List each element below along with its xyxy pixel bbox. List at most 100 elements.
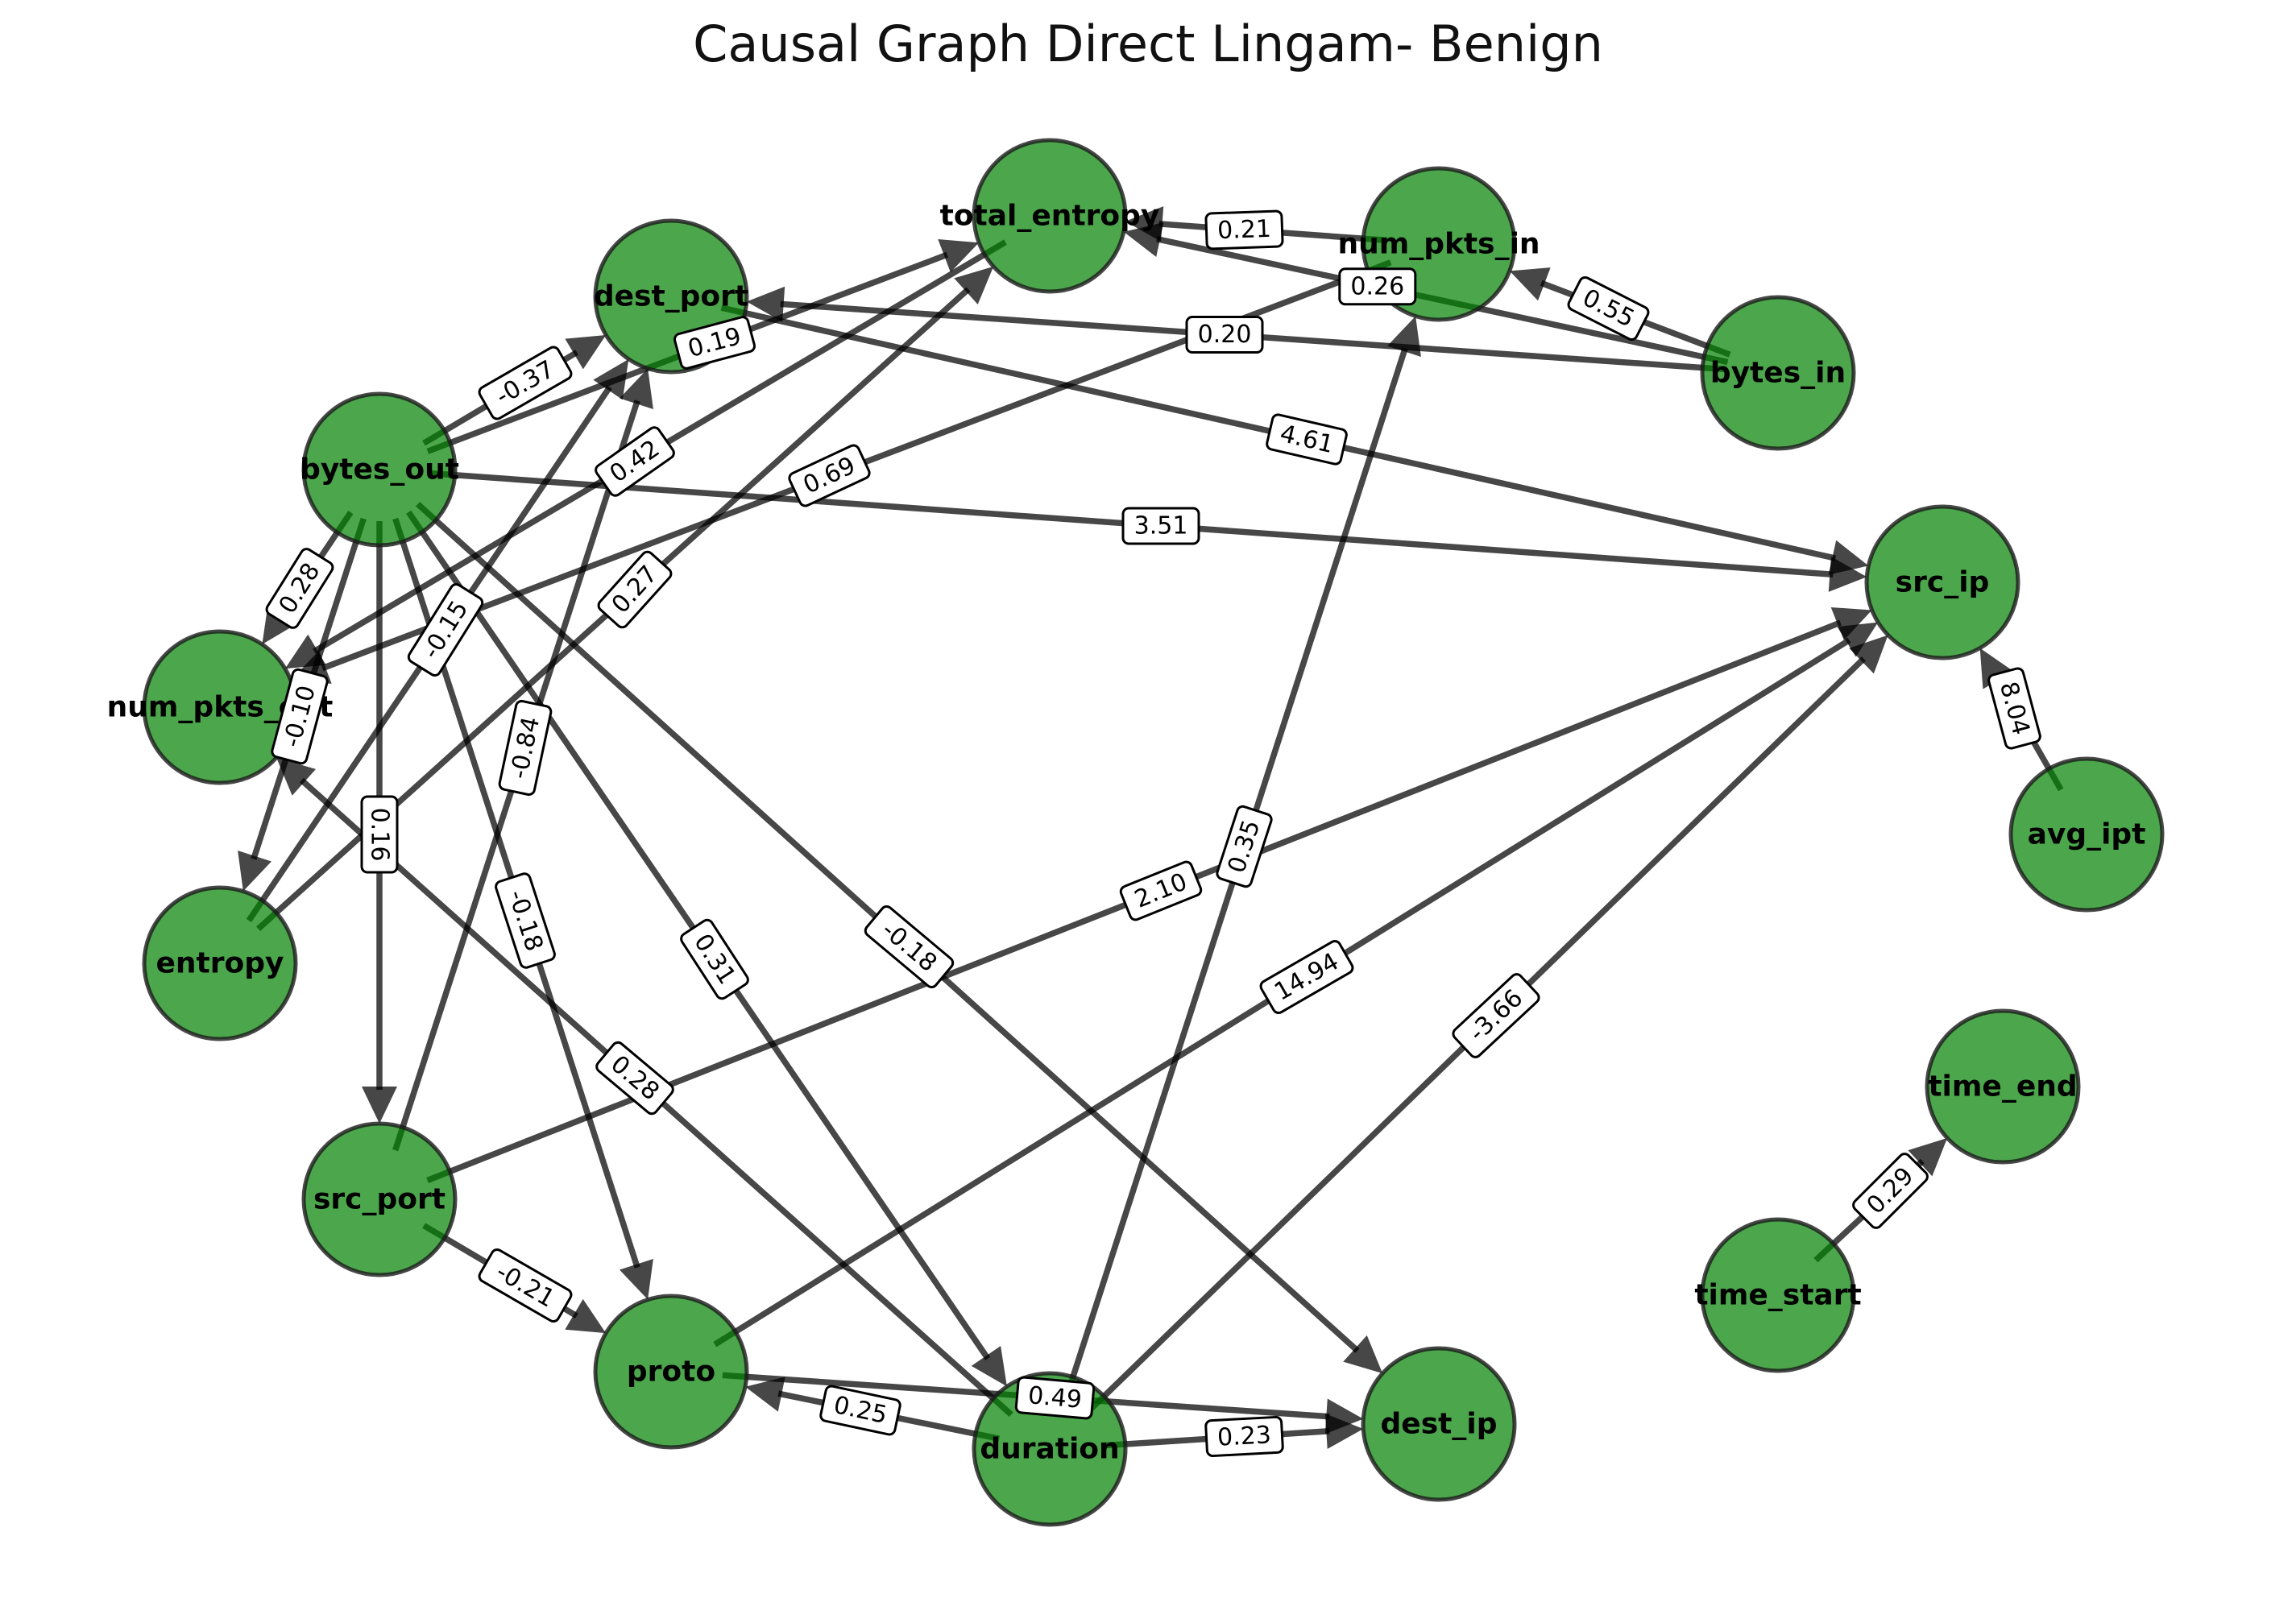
edge-weight-label: 0.31: [680, 918, 749, 1000]
edge-arrowhead: [745, 1377, 785, 1412]
edge-weight-label: 2.10: [1119, 860, 1203, 921]
edge-weight-label: 8.04: [1987, 667, 2041, 750]
node-label: dest_ip: [1381, 1408, 1498, 1441]
edge-weight-label: -0.15: [407, 582, 484, 677]
node-label: avg_ipt: [2028, 818, 2146, 851]
node-circle: [142, 885, 298, 1041]
edge-weight-text: 0.23: [1216, 1421, 1272, 1451]
edge-label-box: [1852, 1153, 1929, 1229]
edge-weight-label: 0.55: [1567, 275, 1650, 342]
edge-label-box: [819, 1385, 901, 1436]
edge-label-box: [1204, 209, 1284, 250]
node-label: bytes_out: [300, 453, 459, 486]
node-label: duration: [980, 1433, 1119, 1466]
edge-weight-label: -0.84: [498, 699, 553, 797]
node-avg-ipt: avg_ipt: [2008, 756, 2165, 913]
edge-label-box: [1185, 316, 1264, 354]
edge-label-box: [1259, 940, 1354, 1014]
nodes-layer: total_entropynum_pkts_indest_portbytes_i…: [107, 138, 2165, 1527]
node-time-start: time_start: [1694, 1217, 1862, 1373]
node-circle: [1700, 295, 1856, 451]
edge-arrowhead: [1828, 540, 1869, 575]
edge-arrowhead: [1343, 1335, 1383, 1374]
edge-label-box: [265, 548, 334, 629]
node-label: entropy: [156, 947, 284, 980]
edge-arrowhead: [1908, 1137, 1948, 1177]
edge-label-box: [1014, 1376, 1096, 1420]
node-label: proto: [627, 1356, 715, 1389]
node-label: bytes_in: [1710, 357, 1846, 390]
edge-weight-text: 0.20: [1198, 321, 1252, 349]
node-time-end: time_end: [1925, 1008, 2081, 1165]
node-circle: [1361, 1346, 1517, 1502]
edge-weight-label: 0.35: [1216, 805, 1273, 888]
edge-label-box: [1987, 667, 2041, 750]
edge-arrowhead: [1123, 222, 1164, 258]
edge-label-box: [360, 795, 399, 874]
node-total-entropy: total_entropy: [940, 138, 1160, 294]
edge-weight-label: -0.18: [864, 905, 955, 988]
edge-label-box: [1204, 1415, 1284, 1458]
graph-title: Causal Graph Direct Lingam- Benign: [693, 14, 1603, 73]
edge-arrowhead: [938, 238, 980, 273]
node-circle: [301, 391, 458, 548]
edge-weight-label: 0.19: [673, 316, 756, 370]
edge-weight-text: 0.21: [1217, 215, 1272, 245]
node-label: num_pkts_in: [1337, 228, 1540, 261]
edge-weight-label: -0.21: [478, 1248, 573, 1323]
edge-weight-label: 0.28: [265, 548, 334, 629]
edge-arrowhead: [238, 851, 271, 892]
edge-arrowhead: [1387, 316, 1421, 357]
edge-arrowhead: [276, 757, 317, 796]
edge-arrowhead: [565, 335, 607, 370]
node-entropy: entropy: [142, 885, 298, 1041]
edge-arrowhead: [971, 1346, 1007, 1387]
edge-label-box: [1452, 973, 1540, 1058]
edge-arrowhead: [620, 368, 653, 409]
node-circle: [593, 1294, 749, 1450]
edge-weight-label: -3.66: [1452, 973, 1540, 1058]
edge-label-box: [1119, 860, 1203, 921]
edge-weight-text: 0.16: [366, 808, 394, 862]
edge-weight-text: 0.49: [1027, 1381, 1084, 1414]
node-dest-ip: dest_ip: [1361, 1346, 1517, 1502]
edge-label-box: [407, 582, 484, 677]
edge-arrowhead: [593, 358, 629, 400]
node-label: total_entropy: [940, 200, 1160, 233]
edge-arrowhead: [620, 1259, 653, 1300]
edge-label-box: [673, 316, 756, 370]
edge-weight-label: 0.49: [1014, 1376, 1096, 1420]
node-label: src_ip: [1896, 566, 1990, 599]
edge-arrowhead: [1837, 622, 1879, 657]
edge-label-box: [1266, 413, 1348, 466]
node-bytes-out: bytes_out: [300, 391, 459, 548]
edge-weight-label: 3.51: [1121, 507, 1200, 545]
edge-arrowhead: [954, 266, 994, 305]
node-label: src_port: [313, 1183, 446, 1216]
edge-weight-label: 0.23: [1204, 1415, 1284, 1458]
edge-arrowhead: [1324, 1398, 1364, 1434]
edge-arrowhead: [1509, 267, 1551, 301]
node-circle: [1700, 1217, 1856, 1373]
node-label: time_start: [1694, 1279, 1861, 1312]
edge-arrowhead: [362, 1087, 397, 1124]
edge-arrowhead: [746, 286, 785, 322]
node-circle: [301, 1121, 458, 1277]
edge-label-box: [495, 872, 556, 969]
edge-label-box: [498, 699, 553, 797]
edge-arrowhead: [565, 1298, 607, 1334]
edge-weight-label: 0.28: [595, 1041, 674, 1116]
edge-label-box: [788, 444, 871, 507]
edge-weight-text: 8.04: [1994, 679, 2035, 739]
node-circle: [1925, 1008, 2081, 1165]
edge-weight-text: 3.51: [1134, 512, 1188, 540]
edge-label-box: [1338, 267, 1417, 306]
edge-label-box: [595, 1041, 674, 1116]
edge-label-box: [1216, 805, 1273, 888]
edge-weight-label: 14.94: [1259, 940, 1354, 1014]
edge-label-box: [680, 918, 749, 1000]
edge-label-box: [1121, 507, 1200, 545]
edge-weight-label: 0.26: [1338, 267, 1417, 306]
edge-label-box: [478, 1248, 573, 1323]
